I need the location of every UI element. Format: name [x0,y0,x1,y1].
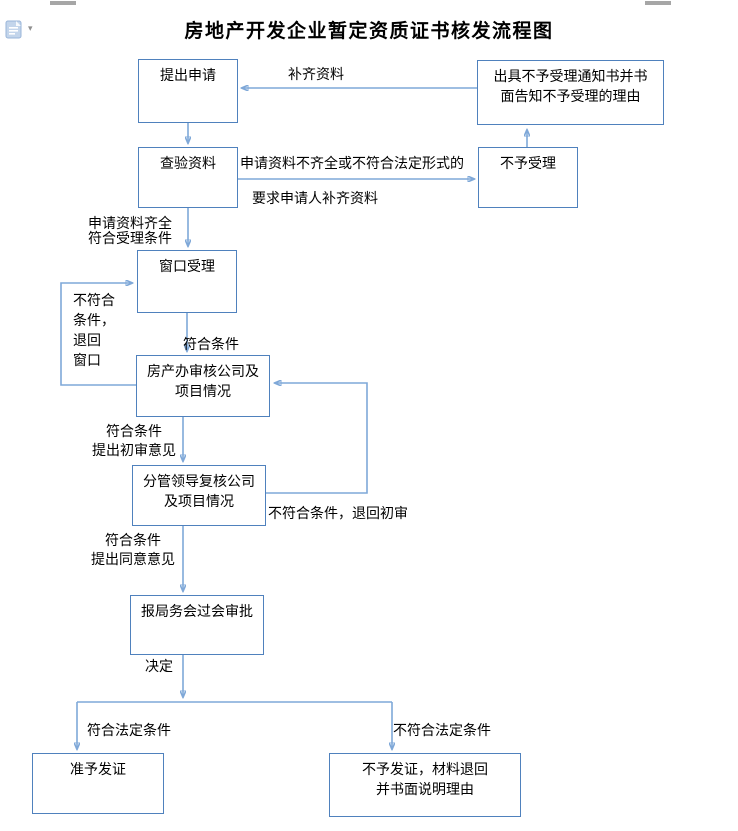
node-submit-application[interactable]: 提出申请 [138,59,238,123]
node-label: 及项目情况 [164,493,234,509]
node-label: 出具不予受理通知书并书 [493,68,648,84]
edge-label-qualified-initial-opinion: 符合条件 提出初审意见 [92,423,176,458]
page-top-marker-right [645,1,671,5]
node-label: 不予受理 [500,155,556,171]
node-window-acceptance[interactable]: 窗口受理 [137,250,237,313]
node-label: 分管领导复核公司 [143,473,255,489]
edge-label-materials-complete: 申请资料齐全 符合受理条件 [88,215,172,246]
node-label: 准予发证 [70,761,126,777]
edge-label-meets-legal-conditions: 符合法定条件 [87,722,171,738]
node-reject-acceptance[interactable]: 不予受理 [478,147,578,208]
edge-label-not-meets-legal-conditions: 不符合法定条件 [393,722,491,738]
page-top-marker-left [50,1,76,5]
node-leader-recheck[interactable]: 分管领导复核公司 及项目情况 [132,465,266,526]
node-label: 面告知不予受理的理由 [500,88,641,104]
node-label: 不予发证，材料退回 [362,761,488,777]
node-label: 并书面说明理由 [376,781,474,797]
node-issue-rejection-notice[interactable]: 出具不予受理通知书并书 面告知不予受理的理由 [477,60,664,125]
edge-return-to-review-loop [266,383,368,494]
node-label: 房产办审核公司及 [147,363,259,379]
edge-label-require-supplement: 要求申请人补齐资料 [252,190,378,206]
node-housing-office-review[interactable]: 房产办审核公司及 项目情况 [136,355,270,417]
edge-label-return-to-review: 不符合条件，退回初审 [268,505,408,521]
page-title: 房地产开发企业暂定资质证书核发流程图 [184,21,554,42]
edge-label-qualified: 符合条件 [183,336,239,352]
edge-label-qualified-agree-opinion: 符合条件 提出同意意见 [91,532,175,567]
node-label: 窗口受理 [159,258,215,274]
edge-label-decision: 决定 [145,658,173,674]
node-check-materials[interactable]: 查验资料 [138,147,238,208]
node-deny-certificate[interactable]: 不予发证，材料退回 并书面说明理由 [329,753,521,817]
node-label: 报局务会过会审批 [141,603,253,619]
edge-return-to-window-loop [60,283,136,386]
node-label: 项目情况 [175,383,231,399]
paste-options-dropdown-icon[interactable]: ▾ [28,23,33,33]
edge-label-return-to-window: 不符合 条件， 退回 窗口 [73,292,115,368]
edge-label-materials-incomplete: 申请资料不齐全或不符合法定形式的 [240,155,464,171]
paste-options-icon[interactable] [5,20,23,39]
node-grant-certificate[interactable]: 准予发证 [32,753,164,814]
node-label: 提出申请 [160,67,216,83]
node-label: 查验资料 [160,155,216,171]
edge-label-supplement-materials: 补齐资料 [288,66,344,82]
node-bureau-meeting-approval[interactable]: 报局务会过会审批 [130,595,264,655]
